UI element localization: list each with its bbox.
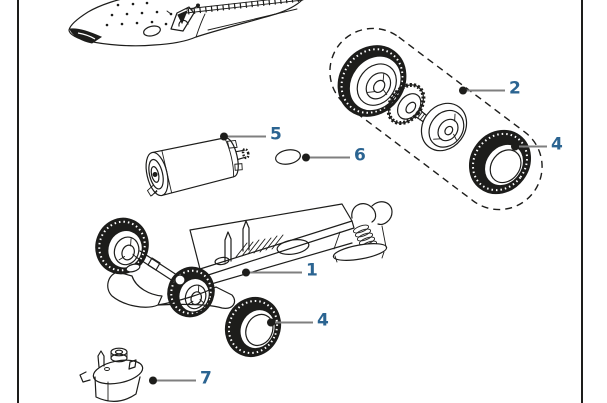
motor-terminal-tabs [146,184,158,197]
callout-leader-line [519,145,547,147]
callout-leader-line [310,156,350,158]
front-axle [135,250,186,286]
chassis-rear-pod [332,201,393,263]
callout-dot [511,142,519,150]
rear-wheel-rim [420,102,468,152]
body-mount-post-front [224,231,232,263]
callout-leader-line [157,379,196,381]
rear-wheel-with-tire [337,45,407,117]
callout-dot [149,376,157,384]
motor-pinion-gear [241,147,250,160]
page-border-right [581,0,583,403]
part-number-label: 7 [200,368,212,389]
rear-tire [468,129,532,195]
motor-spacer-ring-illustration [275,149,301,165]
guide-unit-illustration [79,347,144,402]
rear-axle-assembly-illustration [329,27,543,211]
callout-dot [459,86,467,94]
page-border-left [17,0,19,403]
callout-chassis: 1 [242,260,318,281]
part-number-label: 4 [317,310,329,331]
body-vent-hole [143,25,161,37]
callout-rear-tire: 4 [511,134,563,155]
body-mount-post-rear [242,220,250,252]
callout-leader-line [467,89,505,91]
callout-guide-unit: 7 [149,368,212,389]
callout-leader-line [228,135,266,137]
body-rivet-dots [105,1,173,27]
part-number-label: 6 [354,145,366,166]
front-suspension-brackets [107,263,236,309]
callout-dot [220,132,228,140]
callout-dot [302,153,310,161]
body-tail-seam [185,0,304,31]
part-number-label: 5 [270,124,282,145]
guide-contact-post [97,350,105,368]
body-cockpit-windscreen [166,3,206,38]
callout-leader-line [250,271,302,273]
body-nose-intake [69,28,103,44]
rear-suspension-spring [352,224,378,250]
callout-dot [267,318,275,326]
part-number-label: 2 [509,78,521,99]
chassis-vent-slots [235,234,284,258]
callout-dot [242,268,250,276]
motor-illustration [145,137,250,197]
crown-gear [386,82,426,126]
callout-motor: 5 [220,124,282,145]
part-number-label: 1 [306,260,318,281]
front-tire-illustration [224,297,282,357]
part-number-label: 4 [551,134,563,155]
callout-front-tire: 4 [267,310,329,331]
callout-motor-spacer: 6 [302,145,366,166]
callout-rear-axle-assembly: 2 [459,78,521,99]
chassis-illustration [95,201,393,318]
front-wheel-far [95,217,149,275]
body-shell-illustration [68,0,304,47]
callout-leader-line [275,321,313,323]
